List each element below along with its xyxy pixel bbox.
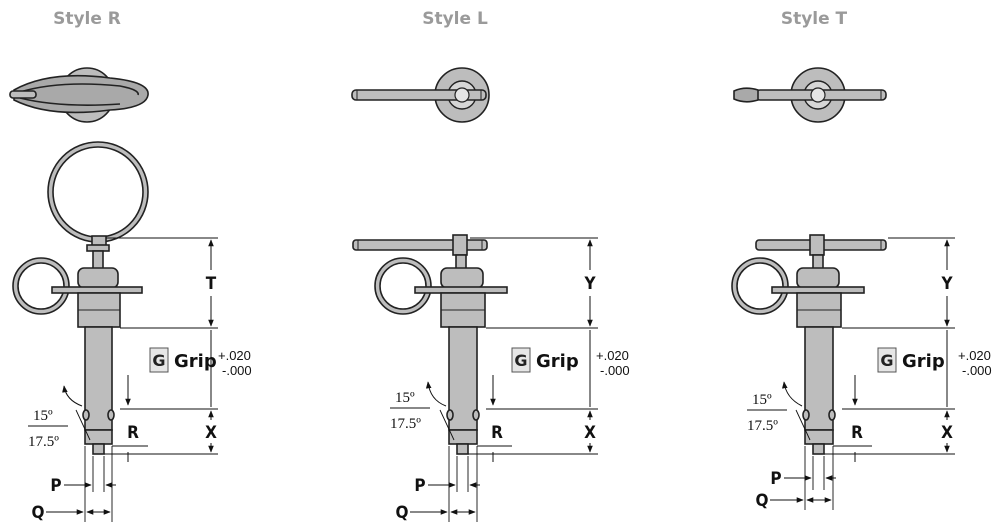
style-t-grip-word: Grip <box>902 351 945 372</box>
style-l-tol-plus: +.020 <box>596 348 629 363</box>
style-r-grip-box <box>149 347 169 373</box>
style-l-column: Style L <box>351 9 630 523</box>
style-r-dim-x: X <box>205 423 217 443</box>
style-t-angle-top: 15º <box>752 392 772 408</box>
style-r-angle-bottom: 17.5º <box>28 434 59 450</box>
style-r-grip-letter: G <box>152 351 165 370</box>
style-t-column: Style T <box>731 9 992 511</box>
style-r-dim-t: T <box>206 274 217 294</box>
style-l-angle-bottom: 17.5º <box>390 416 421 432</box>
style-l-grip-word: Grip <box>536 351 579 372</box>
style-t-angle-bottom: 17.5º <box>747 418 778 434</box>
style-l-grip-box <box>511 347 531 373</box>
style-r-angle-top: 15º <box>33 408 53 424</box>
style-l-dim-x: X <box>584 423 596 443</box>
style-l-top-view <box>351 67 490 123</box>
style-r-dim-q: Q <box>32 503 45 523</box>
style-l-dim-r: R <box>491 423 503 443</box>
style-t-dimensions: Y X G Grip +.020 -.000 R 15º 17.5º <box>747 237 992 511</box>
style-t-grip-box <box>877 347 897 373</box>
style-l-side-view <box>352 234 508 455</box>
style-t-title: Style T <box>781 9 848 29</box>
style-r-tol-plus: +.020 <box>218 348 251 363</box>
style-t-tol-plus: +.020 <box>958 348 991 363</box>
style-r-dim-p: P <box>50 476 61 496</box>
style-r-dim-r: R <box>127 423 139 443</box>
style-l-dimensions: Y X G Grip +.020 -.000 R 15º 17.5º <box>390 237 630 523</box>
style-r-grip-word: Grip <box>174 351 217 372</box>
style-t-side-view <box>731 234 887 455</box>
style-t-dim-x: X <box>941 423 953 443</box>
style-r-dimensions: T X G Grip +.020 -.000 R 15º 17.5º <box>28 237 252 523</box>
style-r-title: Style R <box>53 9 121 29</box>
style-r-side-view <box>12 141 149 455</box>
style-t-dim-y: Y <box>940 274 953 294</box>
style-l-grip-letter: G <box>514 351 527 370</box>
style-t-grip-letter: G <box>880 351 893 370</box>
style-r-top-view <box>9 67 149 123</box>
style-r-tol-minus: -.000 <box>222 363 252 378</box>
style-l-dim-q: Q <box>396 503 409 523</box>
style-l-title: Style L <box>422 9 488 29</box>
style-t-tol-minus: -.000 <box>962 363 992 378</box>
style-t-top-view <box>733 67 887 123</box>
style-l-tol-minus: -.000 <box>600 363 630 378</box>
style-r-column: Style R <box>9 9 252 523</box>
style-l-angle-top: 15º <box>395 390 415 406</box>
style-t-dim-r: R <box>851 423 863 443</box>
style-l-dim-p: P <box>414 476 425 496</box>
style-t-dim-p: P <box>770 469 781 489</box>
style-t-dim-q: Q <box>756 491 769 511</box>
style-l-dim-y: Y <box>583 274 596 294</box>
